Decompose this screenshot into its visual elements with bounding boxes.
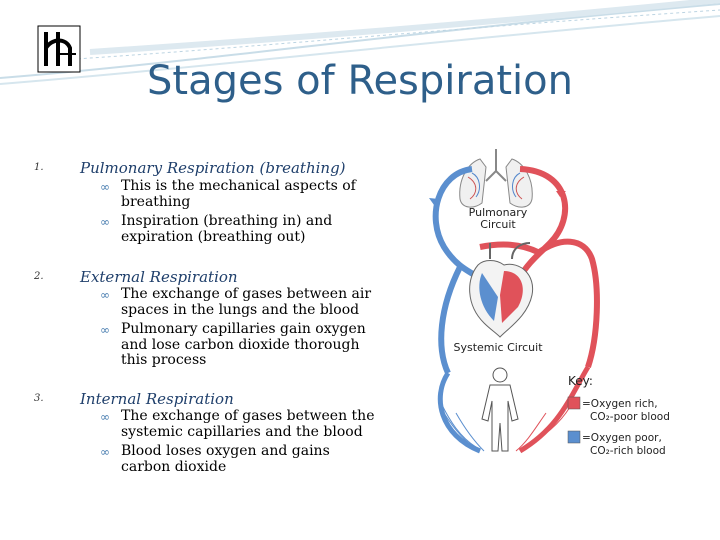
key-oxygen-rich-swatch xyxy=(567,396,581,410)
key-oxygen-rich-label: CO₂-poor blood xyxy=(590,411,670,423)
pulmonary-circuit-label: Pulmonary xyxy=(469,206,528,219)
bullet-symbol-icon: ∞ xyxy=(100,323,110,337)
human-figure-illustration xyxy=(481,367,519,452)
stage-number: 2. xyxy=(34,271,44,282)
bullet-symbol-icon: ∞ xyxy=(100,288,110,302)
page-title: Stages of Respiration xyxy=(147,58,573,104)
stage-number: 3. xyxy=(34,393,44,404)
key-oxygen-poor-label: =Oxygen poor, xyxy=(582,432,662,444)
stage-bullet: ∞ This is the mechanical aspects of brea… xyxy=(100,178,380,210)
bullet-symbol-icon: ∞ xyxy=(100,180,110,194)
bullet-text: Inspiration (breathing in) and expiratio… xyxy=(121,213,333,245)
bullet-text: The exchange of gases between the system… xyxy=(121,408,375,440)
bullet-text: This is the mechanical aspects of breath… xyxy=(121,178,356,210)
bullet-symbol-icon: ∞ xyxy=(100,215,110,229)
logo-icon xyxy=(37,25,81,73)
stage-heading: Internal Respiration xyxy=(80,390,234,408)
stage-bullet: ∞ Pulmonary capillaries gain oxygen and … xyxy=(100,321,380,369)
key-oxygen-poor-swatch xyxy=(567,430,581,444)
key-oxygen-rich-label: =Oxygen rich, xyxy=(582,398,658,410)
pulmonary-red-vessel xyxy=(517,166,568,279)
stage-bullet: ∞ The exchange of gases between the syst… xyxy=(100,408,380,440)
pulmonary-blue-vessel xyxy=(432,166,480,280)
stage-heading: External Respiration xyxy=(80,268,238,286)
pulmonary-circuit-label: Circuit xyxy=(480,218,516,231)
header-swoosh-decoration xyxy=(0,0,720,85)
systemic-circuit-label: Systemic Circuit xyxy=(453,341,543,354)
bullet-text: Pulmonary capillaries gain oxygen and lo… xyxy=(121,321,366,368)
bullet-text: The exchange of gases between air spaces… xyxy=(121,286,372,318)
bullet-symbol-icon: ∞ xyxy=(100,410,110,424)
heart-illustration xyxy=(469,242,534,338)
key-title: Key: xyxy=(568,374,593,388)
stage-bullet: ∞ Blood loses oxygen and gains carbon di… xyxy=(100,443,380,475)
bullet-text: Blood loses oxygen and gains carbon diox… xyxy=(121,443,330,475)
systemic-blue-vessel xyxy=(437,371,481,454)
stage-number: 1. xyxy=(34,162,44,173)
key-oxygen-poor-label: CO₂-rich blood xyxy=(590,445,666,457)
circulation-diagram: Pulmonary Circuit Systemic Circuit Key: … xyxy=(420,147,684,467)
bullet-symbol-icon: ∞ xyxy=(100,445,110,459)
stages-list: 1. Pulmonary Respiration (breathing) ∞ T… xyxy=(34,159,380,475)
stage-bullet: ∞ The exchange of gases between air spac… xyxy=(100,286,380,318)
stage-heading: Pulmonary Respiration (breathing) xyxy=(80,159,346,177)
stage-bullet: ∞ Inspiration (breathing in) and expirat… xyxy=(100,213,380,245)
